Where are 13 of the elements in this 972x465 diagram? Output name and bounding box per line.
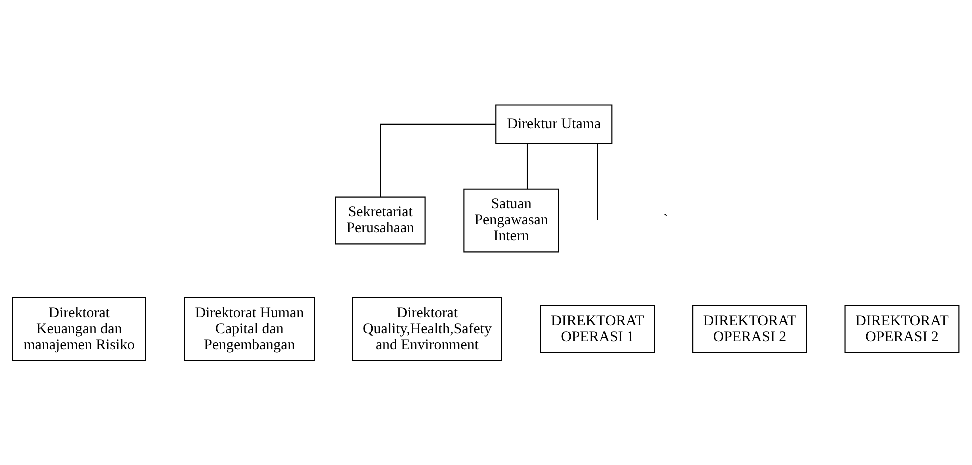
connector <box>597 143 598 220</box>
node-box: DIREKTORAT OPERASI 2 <box>692 304 808 353</box>
node-box: Direktur Utama <box>496 104 613 144</box>
node-box: DIREKTORAT OPERASI 2 <box>844 304 960 353</box>
node-box: Sekretariat Perusahaan <box>335 196 426 244</box>
node-box: Satuan Pengawasan Intern <box>464 188 560 252</box>
node-box: DIREKTORAT OPERASI 1 <box>540 304 656 353</box>
node-box: Direktorat Keuangan dan manajemen Risiko <box>12 296 146 361</box>
connector <box>526 143 528 189</box>
node-box: Direktorat Quality,Health,Safety and Environment <box>352 296 502 361</box>
node-box: Direktorat Human Capital dan Pengembangan <box>184 296 316 361</box>
label: ` <box>663 212 668 228</box>
connector <box>380 123 496 196</box>
